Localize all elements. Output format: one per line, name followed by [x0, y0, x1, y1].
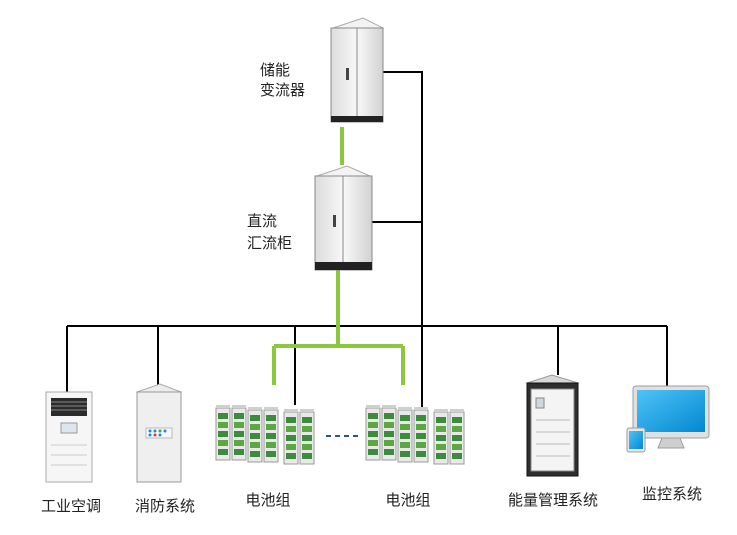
dc-combiner-cabinet: [314, 165, 373, 271]
battery-group-2: [365, 404, 465, 465]
battery-group-1: [215, 404, 315, 465]
power-wiring: [66, 71, 668, 420]
ems-label: 能量管理系统: [507, 491, 599, 509]
dc-combiner-label-line-2: 汇流柜: [247, 234, 293, 252]
air-conditioner: [45, 391, 93, 483]
pcs-label-line-1: 储能: [260, 61, 291, 79]
pcs-cabinet: [330, 17, 385, 123]
fire-protection-cabinet: [135, 383, 183, 483]
fire-protection-label: 消防系统: [134, 497, 196, 515]
monitor-workstation: [626, 385, 710, 453]
battery-group-1-label: 电池组: [245, 491, 291, 509]
air-conditioner-label: 工业空调: [40, 497, 102, 515]
dc-combiner-label-line-1: 直流: [247, 212, 278, 230]
battery-group-2-label: 电池组: [385, 491, 431, 509]
ems-rack: [525, 374, 580, 477]
monitoring-label: 监控系统: [641, 485, 703, 503]
pcs-label-line-2: 变流器: [260, 81, 306, 99]
dc-bus: [272, 127, 405, 385]
